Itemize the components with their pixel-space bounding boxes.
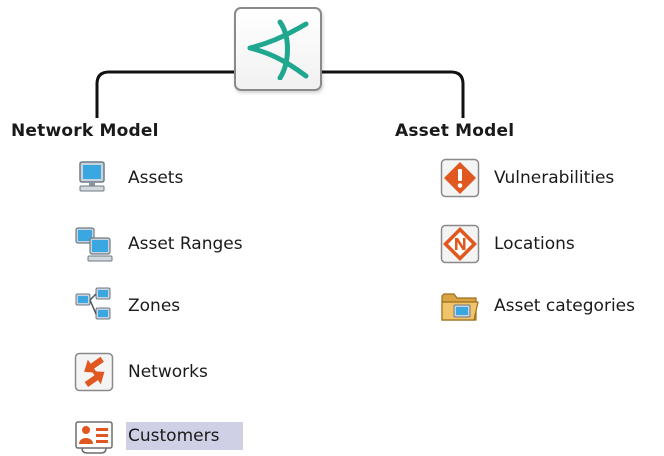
network-item-networks[interactable]: Networks	[74, 352, 208, 392]
node-label: Asset categories	[494, 296, 635, 316]
network-model-title: Network Model	[11, 121, 159, 141]
location-compass-icon	[440, 224, 480, 264]
asset-item-locations[interactable]: Locations	[440, 224, 575, 264]
folder-icon	[441, 293, 479, 321]
network-hub-icon	[247, 19, 309, 80]
node-label: Zones	[128, 296, 181, 316]
network-zone-icon	[75, 287, 111, 320]
computer-icon	[79, 161, 105, 192]
computer-group-icon	[75, 227, 113, 262]
network-arrows-icon	[74, 352, 114, 392]
node-label: Customers	[126, 422, 244, 450]
node-label: Assets	[128, 168, 184, 188]
vulnerability-warning-icon	[440, 158, 480, 198]
network-item-customers[interactable]: Customers	[74, 416, 244, 456]
node-label: Locations	[494, 234, 575, 254]
node-label: Networks	[128, 362, 208, 382]
asset-item-vulnerabilities[interactable]: Vulnerabilities	[440, 158, 614, 198]
node-label: Vulnerabilities	[494, 168, 615, 188]
node-label: Asset Ranges	[128, 234, 243, 254]
root-node[interactable]	[234, 7, 322, 91]
customer-card-icon	[75, 421, 113, 454]
asset-item-asset-categories[interactable]: Asset categories	[440, 286, 635, 326]
network-item-zones[interactable]: Zones	[74, 286, 180, 326]
network-item-asset-ranges[interactable]: Asset Ranges	[74, 224, 243, 264]
network-item-assets[interactable]: Assets	[74, 158, 183, 198]
asset-model-title: Asset Model	[395, 121, 515, 141]
